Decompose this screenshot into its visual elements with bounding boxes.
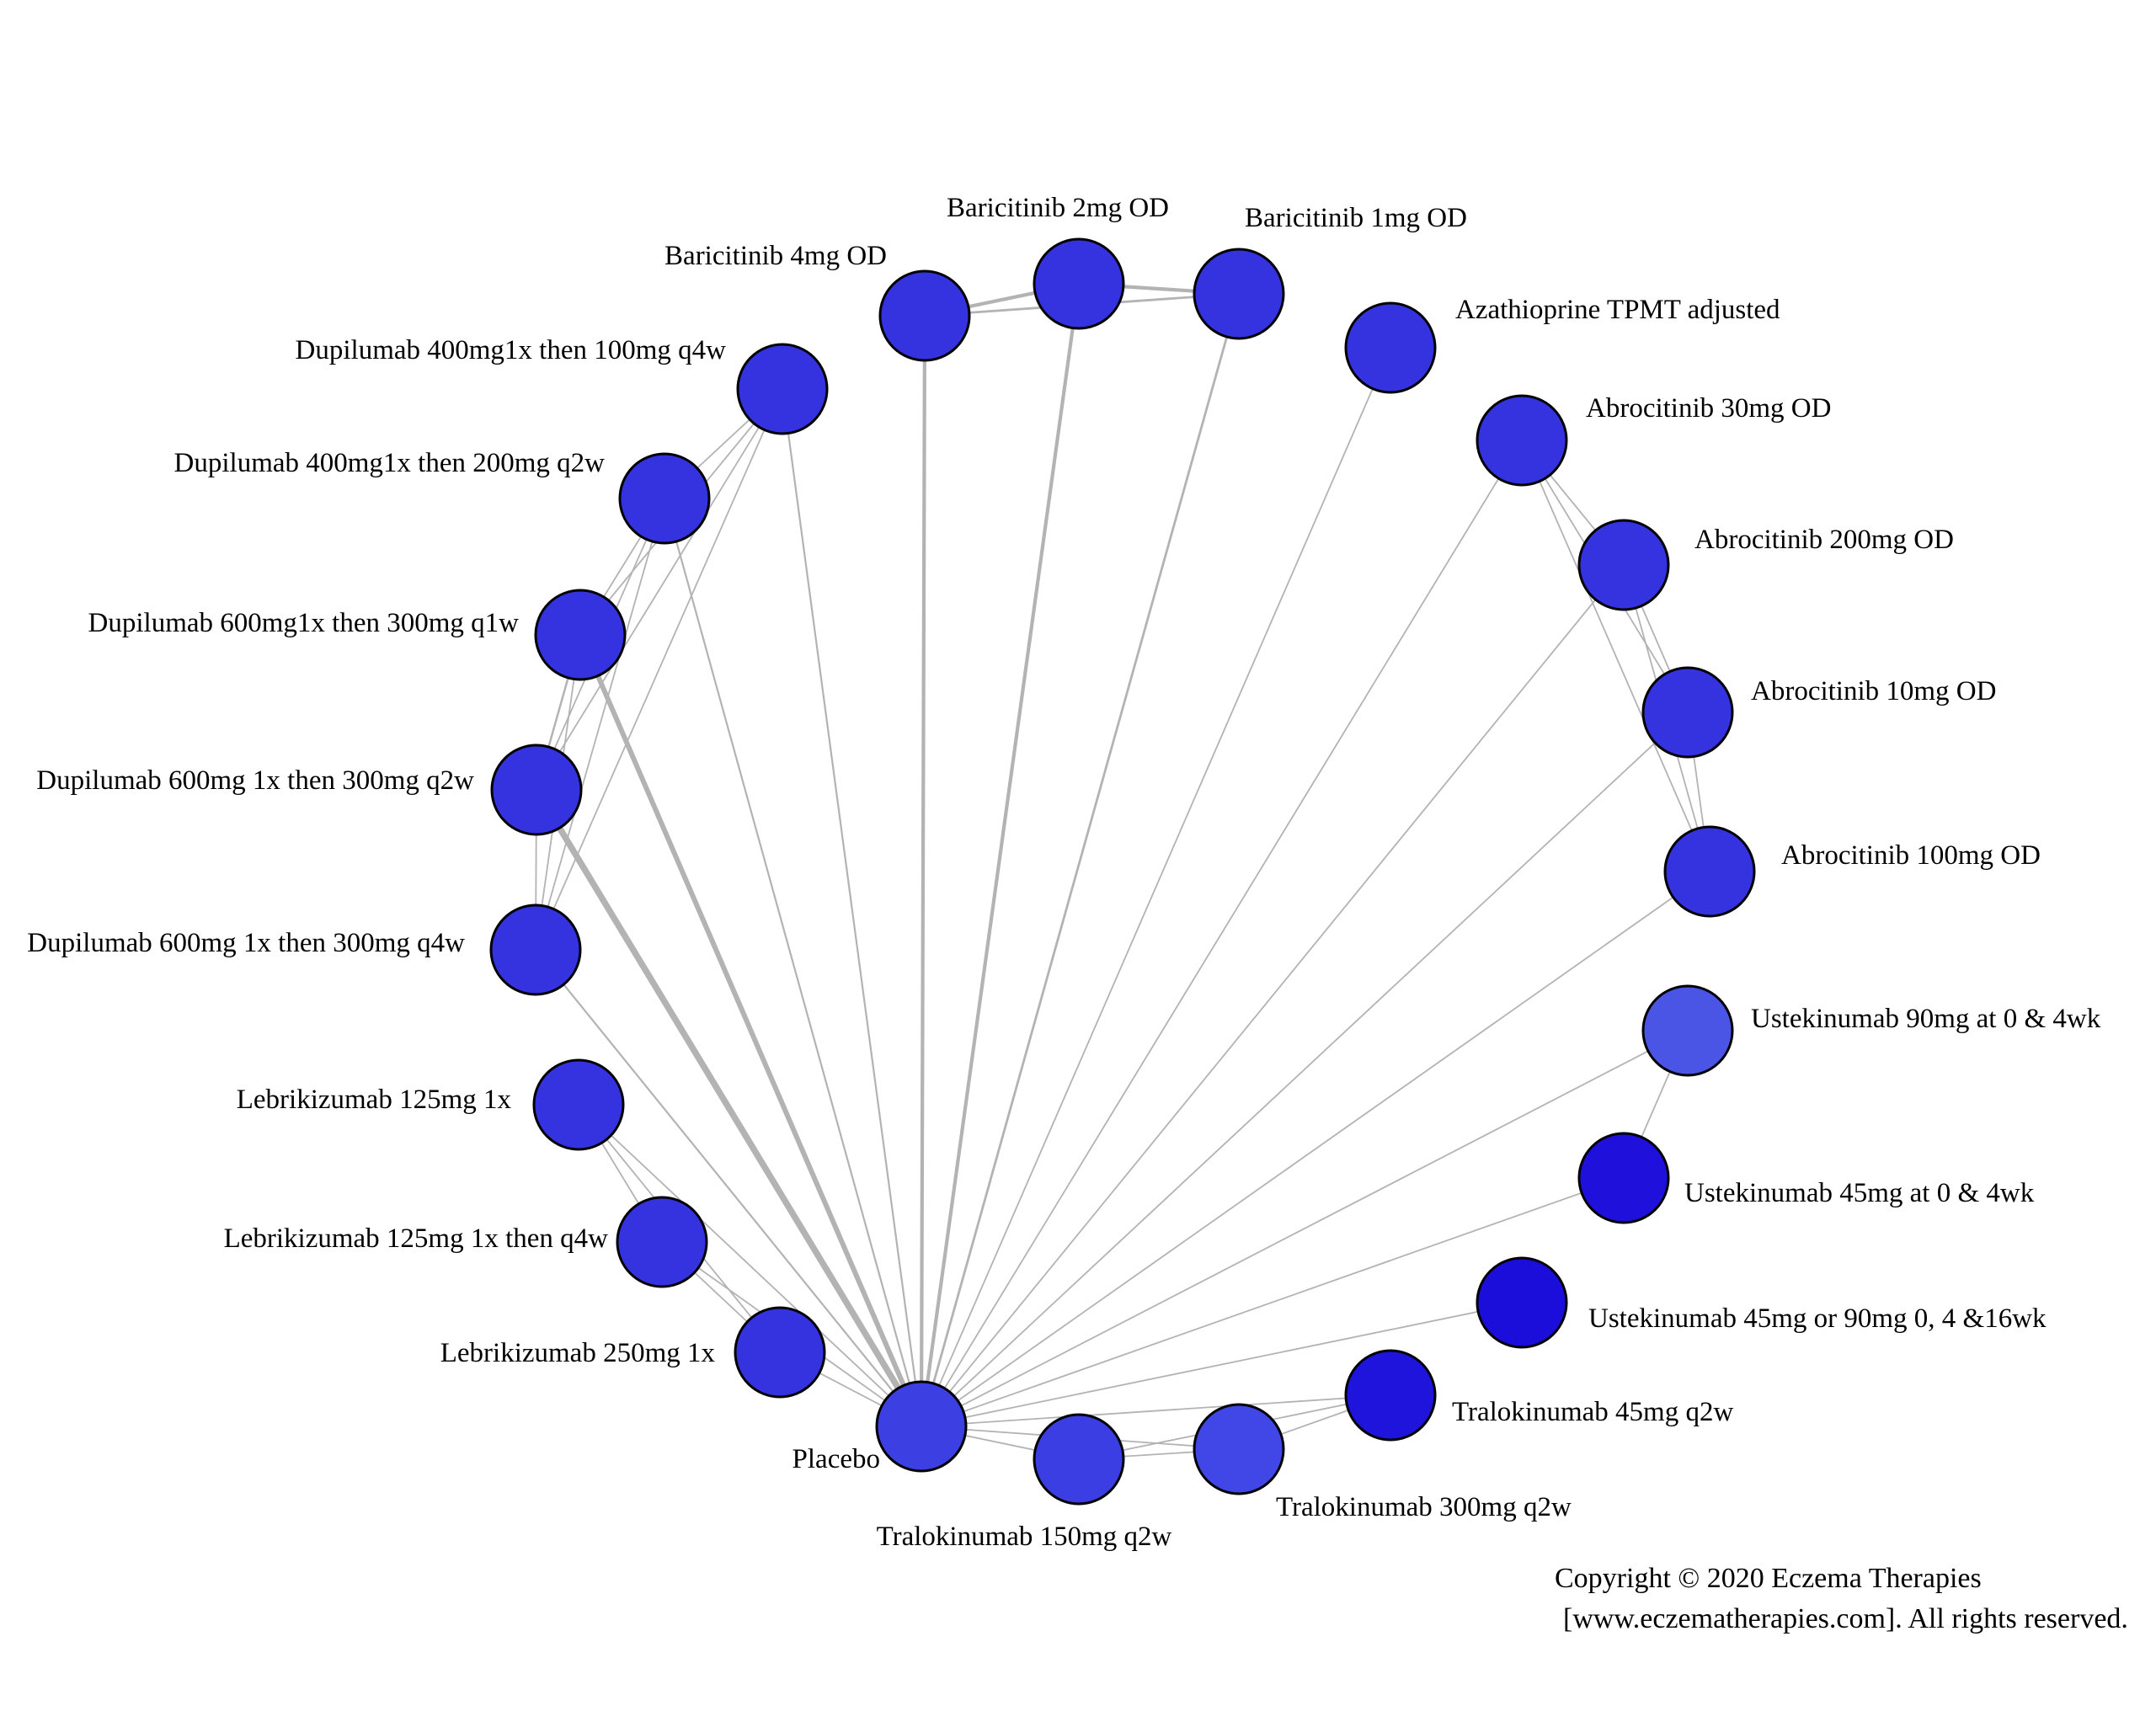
label-tralo45: Tralokinumab 45mg q2w (1452, 1397, 1733, 1427)
edge-placebo-abro200 (921, 564, 1625, 1427)
label-dup600q1w: Dupilumab 600mg1x then 300mg q1w (88, 608, 520, 638)
copyright-line-1: Copyright © 2020 Eczema Therapies (1555, 1563, 1982, 1594)
node-ust90 (1641, 984, 1734, 1077)
labels-layer: Baricitinib 2mg OD Baricitinib 1mg OD Azat… (27, 193, 2100, 1552)
node-abro10 (1641, 666, 1734, 759)
node-abro200 (1577, 519, 1670, 611)
nodes-layer (489, 237, 1756, 1506)
label-lebri250: Lebrikizumab 250mg 1x (440, 1338, 716, 1368)
node-ust4590 (1476, 1256, 1568, 1349)
node-dup400q4w (736, 343, 829, 435)
node-ust45 (1577, 1132, 1670, 1224)
node-lebri125q4w (616, 1196, 708, 1288)
node-lebri250 (734, 1306, 826, 1399)
node-abro30 (1476, 394, 1568, 487)
edge-placebo-ust45 (921, 1177, 1625, 1427)
node-bari1 (1193, 248, 1285, 340)
edge-placebo-lebri125 (578, 1104, 922, 1427)
label-placebo: Placebo (792, 1444, 880, 1474)
node-placebo (875, 1380, 968, 1473)
copyright-line-2: [www.eczematherapies.com]. All rights re… (1563, 1603, 2128, 1634)
label-bari2: Baricitinib 2mg OD (947, 193, 1169, 223)
edge-placebo-dup600q4w (535, 949, 922, 1427)
node-dup400q2w (618, 452, 711, 545)
node-bari4 (878, 269, 971, 362)
label-lebri125q4w: Lebrikizumab 125mg 1x then q4w (224, 1223, 609, 1254)
edge-dup400q4w-dup600q2w (536, 388, 783, 791)
node-dup600q4w (489, 903, 582, 996)
label-dup600q2w: Dupilumab 600mg 1x then 300mg q2w (36, 765, 474, 796)
node-dup600q1w (534, 589, 627, 681)
edge-placebo-dup400q4w (781, 388, 923, 1427)
label-ust45: Ustekinumab 45mg at 0 & 4wk (1684, 1178, 2035, 1208)
edge-placebo-aza (921, 347, 1391, 1427)
edge-abro30-abro100 (1521, 440, 1710, 872)
node-aza (1344, 301, 1437, 394)
edge-placebo-abro30 (921, 440, 1523, 1427)
label-dup400q2w: Dupilumab 400mg1x then 200mg q2w (174, 448, 606, 478)
node-abro100 (1663, 825, 1756, 918)
label-bari1: Baricitinib 1mg OD (1245, 203, 1467, 233)
label-dup600q4w: Dupilumab 600mg 1x then 300mg q4w (27, 928, 465, 958)
node-dup600q2w (490, 744, 583, 836)
edge-placebo-dup600q2w (533, 788, 925, 1428)
label-bari4: Baricitinib 4mg OD (664, 241, 887, 271)
node-tralo300 (1193, 1403, 1285, 1495)
label-abro200: Abrocitinib 200mg OD (1694, 525, 1954, 555)
label-ust4590: Ustekinumab 45mg or 90mg 0, 4 &16wk (1588, 1303, 2047, 1334)
edge-dup400q4w-dup600q4w (535, 388, 783, 951)
node-lebri125 (532, 1058, 625, 1151)
label-ust90: Ustekinumab 90mg at 0 & 4wk (1751, 1004, 2101, 1034)
node-bari2 (1033, 237, 1125, 330)
label-abro100: Abrocitinib 100mg OD (1781, 840, 2041, 871)
edge-placebo-abro10 (921, 712, 1689, 1427)
edge-placebo-ust4590 (921, 1302, 1523, 1427)
edge-placebo-bari2 (919, 283, 1081, 1427)
edge-placebo-tralo45 (921, 1394, 1391, 1427)
edge-placebo-bari1 (920, 293, 1241, 1427)
edge-placebo-ust90 (921, 1030, 1689, 1427)
label-abro30: Abrocitinib 30mg OD (1586, 393, 1831, 424)
label-abro10: Abrocitinib 10mg OD (1751, 676, 1996, 706)
edge-placebo-dup400q2w (663, 498, 923, 1427)
edge-placebo-abro100 (921, 871, 1710, 1427)
node-tralo45 (1344, 1349, 1437, 1442)
edge-placebo-bari4 (919, 315, 927, 1427)
edge-placebo-dup600q1w (578, 633, 924, 1428)
label-tralo300: Tralokinumab 300mg q2w (1276, 1492, 1572, 1522)
label-lebri125: Lebrikizumab 125mg 1x (237, 1085, 512, 1115)
label-aza: Azathioprine TPMT adjusted (1455, 295, 1780, 325)
label-dup400q4w: Dupilumab 400mg1x then 100mg q4w (296, 335, 727, 365)
edge-dup400q2w-dup600q4w (535, 498, 665, 951)
label-tralo150: Tralokinumab 150mg q2w (877, 1522, 1172, 1552)
node-tralo150 (1033, 1413, 1125, 1506)
